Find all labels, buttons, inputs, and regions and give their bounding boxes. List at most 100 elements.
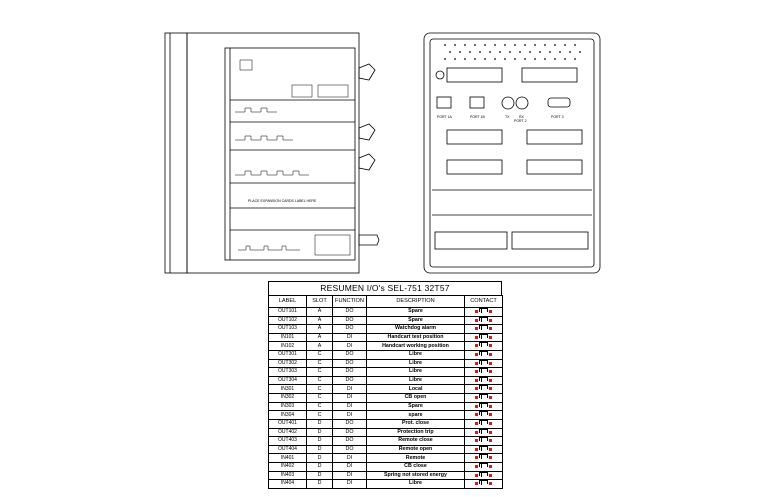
row-contact [464,375,503,386]
row-slot: D [306,436,333,446]
row-description: Spare [366,307,465,317]
row-label: OUT402 [268,427,307,438]
row-contact [464,324,503,334]
row-description: Watchdog alarm [366,324,465,334]
contact-symbol-icon [472,325,496,332]
row-label: OUT103 [268,324,307,334]
row-description: Spring not stored energy [366,470,465,481]
row-slot: A [306,307,333,317]
row-description: Libre [366,479,465,489]
row-label: OUT102 [268,315,307,326]
port-label: RX [519,115,525,119]
row-contact [464,384,503,395]
row-contact [464,367,503,377]
row-label: IN301 [268,384,307,395]
row-contact [464,418,503,429]
contact-symbol-icon [472,385,496,392]
contact-symbol-icon [472,420,496,426]
row-slot: A [306,324,333,334]
row-function: DO [332,418,367,429]
contact-symbol-icon [472,446,496,452]
port-label: PORT 3 [551,115,564,119]
table-title: RESUMEN I/O's SEL-751 32T57 [268,281,502,295]
row-label: OUT303 [268,367,307,377]
expansion-note: PLACE EXPANSION CARDS LABEL HERE [248,199,317,203]
row-slot: C [306,410,333,420]
contact-symbol-icon [472,480,496,487]
row-contact [464,393,503,403]
row-description: spare [366,410,465,420]
contact-symbol-icon [472,317,496,323]
row-contact [464,341,503,352]
row-contact [464,427,503,438]
contact-symbol-icon [472,334,496,340]
row-label: IN302 [268,393,307,403]
row-label: IN101 [268,332,307,343]
column-header-label: LABEL [268,295,307,308]
row-description: CB open [366,393,465,403]
row-description: Handcart test position [366,332,465,343]
row-label: OUT403 [268,436,307,446]
contact-symbol-icon [472,411,496,418]
row-label: OUT404 [268,444,307,455]
contact-symbol-icon [472,437,496,444]
row-description: Local [366,384,465,395]
contact-symbol-icon [472,403,496,409]
row-description: Spare [366,315,465,326]
row-label: OUT304 [268,375,307,386]
row-label: IN102 [268,341,307,352]
row-label: OUT401 [268,418,307,429]
contact-symbol-icon [472,463,496,469]
column-header-slot: SLOT [306,295,333,308]
row-description: Spare [366,401,465,412]
row-function: DI [332,393,367,403]
port-label: PORT 1B [470,115,486,119]
row-description: Remote close [366,436,465,446]
row-label: IN304 [268,410,307,420]
row-label: IN404 [268,479,307,489]
row-contact [464,410,503,420]
row-function: DI [332,384,367,395]
row-description: Libre [366,375,465,386]
row-contact [464,470,503,481]
row-contact [464,479,503,489]
row-slot: D [306,444,333,455]
row-function: DO [332,315,367,326]
contact-symbol-icon [472,308,496,314]
row-function: DO [332,324,367,334]
row-label: IN303 [268,401,307,412]
contact-symbol-icon [472,472,496,478]
row-label: IN401 [268,453,307,463]
io-summary-table: RESUMEN I/O's SEL-751 32T57 LABEL SLOT F… [268,281,503,489]
row-contact [464,307,503,317]
row-slot: C [306,401,333,412]
row-contact [464,444,503,455]
row-slot: C [306,375,333,386]
row-function: DI [332,410,367,420]
row-function: DO [332,367,367,377]
row-slot: D [306,479,333,489]
row-contact [464,332,503,343]
row-function: DO [332,436,367,446]
row-slot: A [306,332,333,343]
row-function: DI [332,470,367,481]
row-contact [464,453,503,463]
row-label: OUT101 [268,307,307,317]
contact-symbol-icon [472,360,496,366]
row-slot: D [306,427,333,438]
